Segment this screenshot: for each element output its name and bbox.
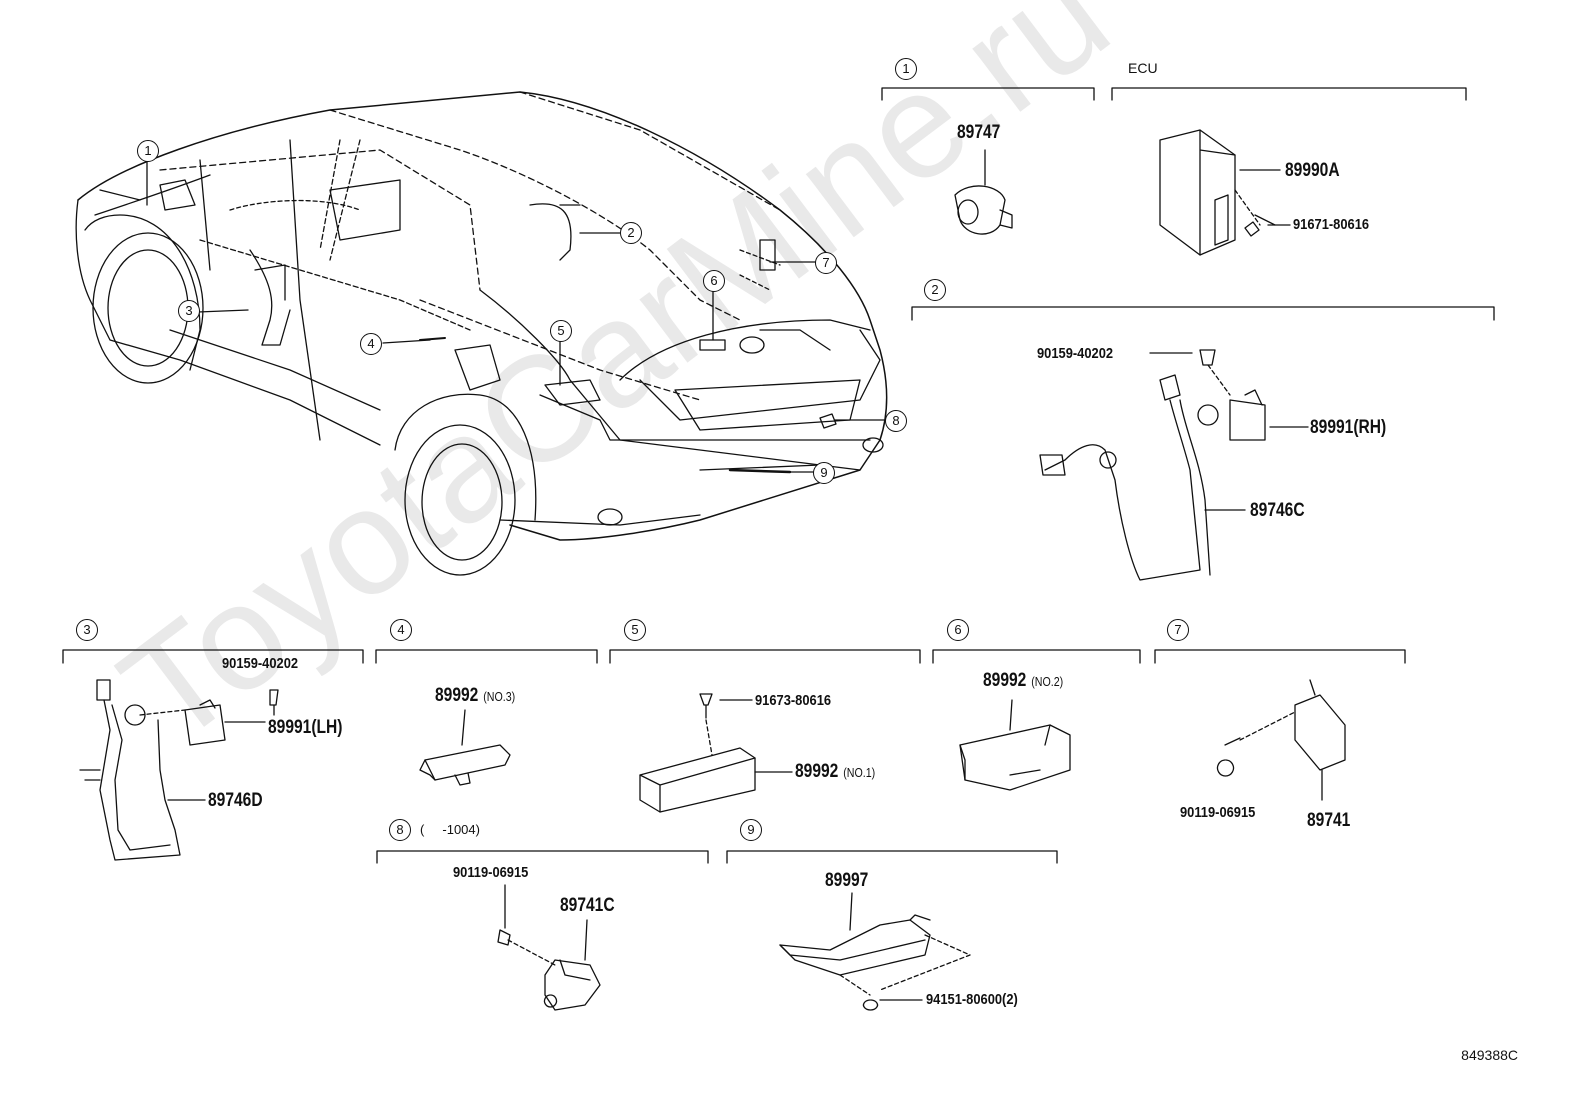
part-89992-no3 <box>419 709 511 786</box>
section-6-number: 6 <box>947 619 969 641</box>
part-89992-no2 <box>959 699 1071 791</box>
callout-7[interactable]: 7 <box>815 252 837 274</box>
part-harness-89746c <box>1039 349 1309 581</box>
part-label-94151-80600[interactable]: 94151-80600(2) <box>926 991 1018 1008</box>
part-number: 89992 <box>983 670 1027 691</box>
section-ecu-label: ECU <box>1128 60 1158 76</box>
callout-6[interactable]: 6 <box>703 270 725 292</box>
section-9-number: 9 <box>740 819 762 841</box>
part-ecu <box>1159 129 1291 256</box>
callout-3[interactable]: 3 <box>178 300 200 322</box>
part-note: (NO.1) <box>843 765 876 780</box>
callout-2[interactable]: 2 <box>620 222 642 244</box>
section-5-number: 5 <box>624 619 646 641</box>
part-89997 <box>779 892 971 1011</box>
part-number: 89992 <box>795 761 839 782</box>
part-label-89741[interactable]: 89741 <box>1307 810 1351 831</box>
part-note: (NO.3) <box>483 689 516 704</box>
part-label-90119-06915-b[interactable]: 90119-06915 <box>453 864 529 881</box>
part-label-89992-no1[interactable]: 89992 (NO.1) <box>795 761 875 783</box>
part-note: (NO.2) <box>1031 674 1064 689</box>
part-label-89992-no3[interactable]: 89992 (NO.3) <box>435 685 515 707</box>
part-label-89990a[interactable]: 89990A <box>1285 160 1340 181</box>
callout-4[interactable]: 4 <box>360 333 382 355</box>
section-3-number: 3 <box>76 619 98 641</box>
part-89747 <box>954 149 1013 235</box>
section-8-number: 8 <box>389 819 411 841</box>
part-label-91671-80616[interactable]: 91671-80616 <box>1293 216 1370 233</box>
section-2-number: 2 <box>924 279 946 301</box>
part-label-90119-06915-a[interactable]: 90119-06915 <box>1180 804 1256 821</box>
part-89741c <box>497 884 601 1011</box>
part-label-90159-40202-lh[interactable]: 90159-40202 <box>222 655 299 672</box>
part-label-89747[interactable]: 89747 <box>957 122 1001 143</box>
part-label-89991-rh[interactable]: 89991(RH) <box>1310 417 1387 438</box>
diagram-code: 849388C <box>1461 1047 1518 1063</box>
part-label-89997[interactable]: 89997 <box>825 870 869 891</box>
part-label-89746d[interactable]: 89746D <box>208 790 263 811</box>
callout-1[interactable]: 1 <box>137 140 159 162</box>
part-label-89741c[interactable]: 89741C <box>560 895 615 916</box>
car-illustration <box>75 91 888 576</box>
part-label-89746c[interactable]: 89746C <box>1250 500 1305 521</box>
part-label-91673-80616[interactable]: 91673-80616 <box>755 692 832 709</box>
part-number: 89992 <box>435 685 479 706</box>
part-89992-no1 <box>639 693 793 813</box>
part-label-89991-lh[interactable]: 89991(LH) <box>268 717 343 738</box>
callout-9[interactable]: 9 <box>813 462 835 484</box>
callout-5[interactable]: 5 <box>550 320 572 342</box>
section-4-number: 4 <box>390 619 412 641</box>
part-label-90159-40202-rh[interactable]: 90159-40202 <box>1037 345 1114 362</box>
section-7-number: 7 <box>1167 619 1189 641</box>
part-label-89992-no2[interactable]: 89992 (NO.2) <box>983 670 1063 692</box>
part-harness-89746d <box>79 679 279 861</box>
section-1-number: 1 <box>895 58 917 80</box>
section-8-range: ( -1004) <box>420 822 480 837</box>
callout-8[interactable]: 8 <box>885 410 907 432</box>
part-89741 <box>1216 679 1346 801</box>
